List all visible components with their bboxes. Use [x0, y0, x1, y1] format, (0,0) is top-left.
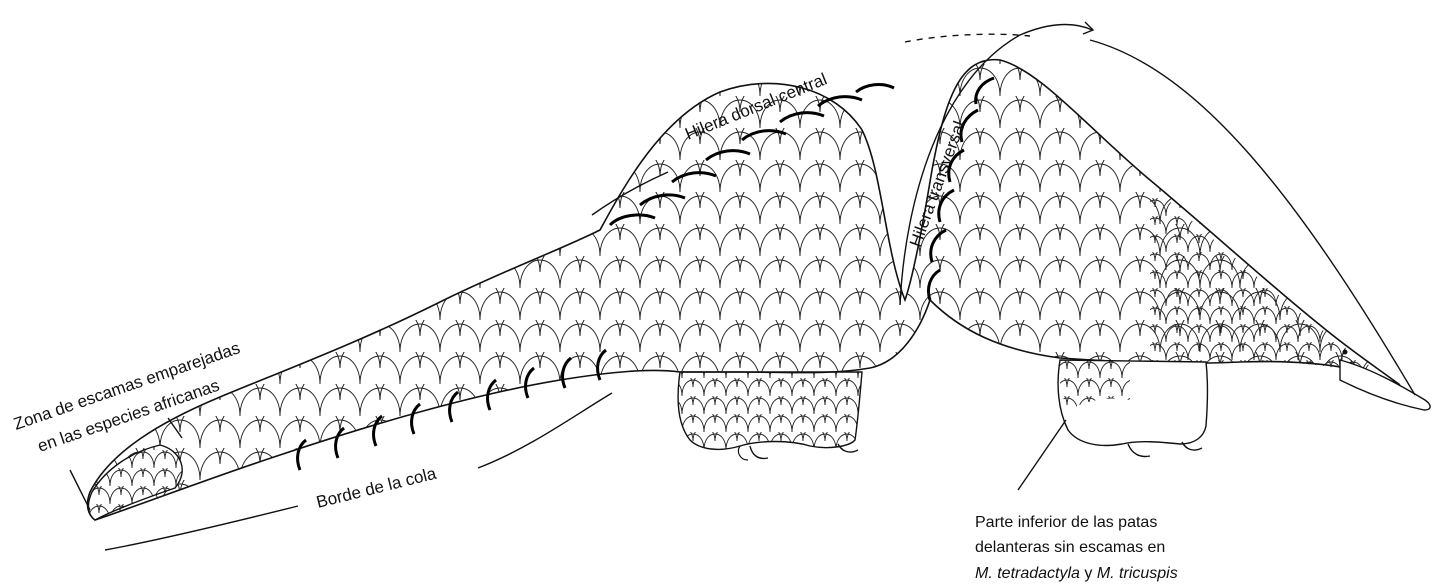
species-1: M. tetradactyla	[975, 565, 1080, 582]
front-leg	[1058, 360, 1207, 457]
legs-label-line1: Parte inferior de las patas	[975, 514, 1157, 531]
legs-label-line2: delanteras sin escamas en	[975, 539, 1165, 556]
paired-zone-pointer	[70, 470, 90, 510]
legs-pointer	[1018, 420, 1066, 490]
species-conj: y	[1080, 565, 1097, 582]
tail-edge-bracket-left	[105, 506, 298, 550]
eye-icon	[1343, 350, 1348, 355]
tail-edge-label: Borde de la cola	[314, 464, 438, 512]
tail-edge-bracket-right	[478, 393, 612, 468]
hind-leg	[678, 372, 862, 460]
species-2: M. tricuspis	[1097, 565, 1178, 582]
pangolin-body	[88, 60, 1400, 520]
pangolin-head	[1340, 360, 1430, 410]
legs-label-line3: M. tetradactyla y M. tricuspis	[975, 565, 1178, 582]
